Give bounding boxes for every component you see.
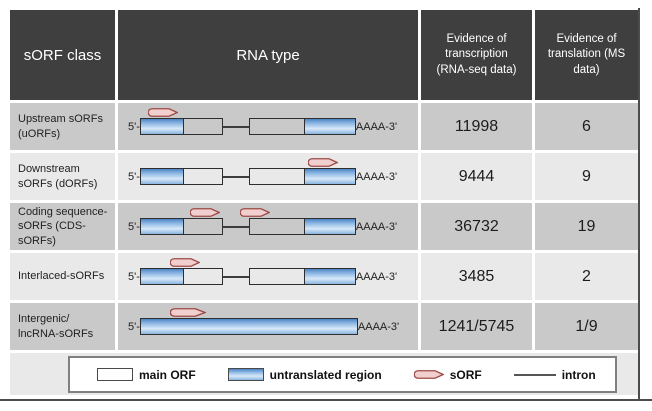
legend-box: main ORF untranslated region sORF intron xyxy=(68,356,617,393)
untranslated-region-box xyxy=(139,168,184,185)
main-orf-swatch xyxy=(97,368,133,381)
legend-label: main ORF xyxy=(139,367,196,382)
transcription-value-cell: 9444 xyxy=(421,153,532,200)
untranslated-region-box xyxy=(303,118,356,135)
rna-bar xyxy=(139,208,356,235)
five-prime-label: 5'- xyxy=(128,220,140,233)
sorf-marker-icon xyxy=(189,208,221,217)
main-orf-box xyxy=(248,218,305,235)
main-orf-box xyxy=(182,268,223,285)
intron-line xyxy=(222,225,249,228)
untranslated-region-box xyxy=(139,268,184,285)
sorf-marker-icon xyxy=(147,108,179,117)
sorf-class-cell: Downstream sORFs (dORFs) xyxy=(10,153,115,200)
rna-bar xyxy=(139,108,356,135)
main-orf-box xyxy=(248,168,305,185)
translation-value-cell: 2 xyxy=(535,253,638,300)
intron-line xyxy=(222,125,249,128)
legend-row: main ORF untranslated region sORF intron xyxy=(10,353,638,395)
rna-type-cell: 5'- AAAA-3' xyxy=(118,153,418,200)
sorf-marker-icon xyxy=(169,308,207,317)
legend-item-intron: intron xyxy=(513,367,596,382)
header-sorf-class: sORF class xyxy=(10,10,115,100)
intron-line xyxy=(222,175,249,178)
main-orf-box xyxy=(248,118,305,135)
rna-bar xyxy=(139,258,356,285)
rna-diagram: 5'- AAAA-3' xyxy=(118,103,418,150)
untranslated-region-box xyxy=(139,318,358,335)
legend-label: sORF xyxy=(449,367,482,382)
header-rna-type: RNA type xyxy=(118,10,418,100)
three-prime-label: AAAA-3' xyxy=(355,120,398,133)
sorf-marker-icon xyxy=(169,258,201,267)
five-prime-label: 5'- xyxy=(128,320,140,333)
main-orf-box xyxy=(182,118,223,135)
intron-line-swatch xyxy=(513,373,556,376)
five-prime-label: 5'- xyxy=(128,120,140,133)
legend-item-sorf: sORF xyxy=(413,367,482,382)
rna-type-cell: 5'- AAAA-3' xyxy=(118,103,418,150)
sorf-marker-icon xyxy=(413,370,445,379)
legend-label: untranslated region xyxy=(269,367,382,382)
sorf-class-cell: Intergenic/ lncRNA-sORFs xyxy=(10,303,115,350)
translation-value-cell: 19 xyxy=(535,203,638,250)
three-prime-label: AAAA-3' xyxy=(357,320,400,333)
rna-type-cell: 5'- AAAA-3' xyxy=(118,253,418,300)
untranslated-region-box xyxy=(139,218,184,235)
sorf-class-cell: Coding sequence- sORFs (CDS- sORFs) xyxy=(10,203,115,250)
sorf-class-cell: Interlaced-sORFs xyxy=(10,253,115,300)
rna-type-cell: 5'- AAAA-3' xyxy=(118,203,418,250)
transcription-value-cell: 1241/5745 xyxy=(421,303,532,350)
figure-border-bottom xyxy=(0,399,652,401)
legend-item-orf: main ORF xyxy=(97,368,196,382)
legend-item-utr: untranslated region xyxy=(227,367,382,382)
sorf-table: sORF class RNA type Evidence of transcri… xyxy=(10,10,638,350)
untranslated-region-box xyxy=(303,168,356,185)
sorf-class-cell: Upstream sORFs (uORFs) xyxy=(10,103,115,150)
untranslated-region-box xyxy=(303,218,356,235)
rna-bar xyxy=(139,158,356,185)
sorf-marker-icon xyxy=(239,208,271,217)
three-prime-label: AAAA-3' xyxy=(355,270,398,283)
rna-diagram: 5'- AAAA-3' xyxy=(118,153,418,200)
rna-type-cell: 5'- AAAA-3' xyxy=(118,303,418,350)
translation-value-cell: 9 xyxy=(535,153,638,200)
sorf-marker-icon xyxy=(307,158,339,167)
rna-bar xyxy=(139,308,358,335)
main-orf-box xyxy=(248,268,305,285)
five-prime-label: 5'- xyxy=(128,170,140,183)
transcription-value-cell: 36732 xyxy=(421,203,532,250)
transcription-value-cell: 11998 xyxy=(421,103,532,150)
three-prime-label: AAAA-3' xyxy=(355,220,398,233)
rna-diagram: 5'- AAAA-3' xyxy=(118,303,418,350)
rna-diagram: 5'- AAAA-3' xyxy=(118,203,418,250)
main-orf-box xyxy=(182,218,223,235)
intron-line xyxy=(222,275,249,278)
untranslated-region-box xyxy=(303,268,356,285)
legend-label: intron xyxy=(561,367,596,382)
rna-diagram: 5'- AAAA-3' xyxy=(118,253,418,300)
translation-value-cell: 1/9 xyxy=(535,303,638,350)
five-prime-label: 5'- xyxy=(128,270,140,283)
untranslated-region-swatch xyxy=(227,368,264,381)
translation-value-cell: 6 xyxy=(535,103,638,150)
main-orf-box xyxy=(182,168,223,185)
three-prime-label: AAAA-3' xyxy=(355,170,398,183)
transcription-value-cell: 3485 xyxy=(421,253,532,300)
figure-border-right xyxy=(638,8,640,401)
header-transcription: Evidence of transcription (RNA-seq data) xyxy=(421,10,532,100)
header-translation: Evidence of translation (MS data) xyxy=(535,10,638,100)
untranslated-region-box xyxy=(139,118,184,135)
